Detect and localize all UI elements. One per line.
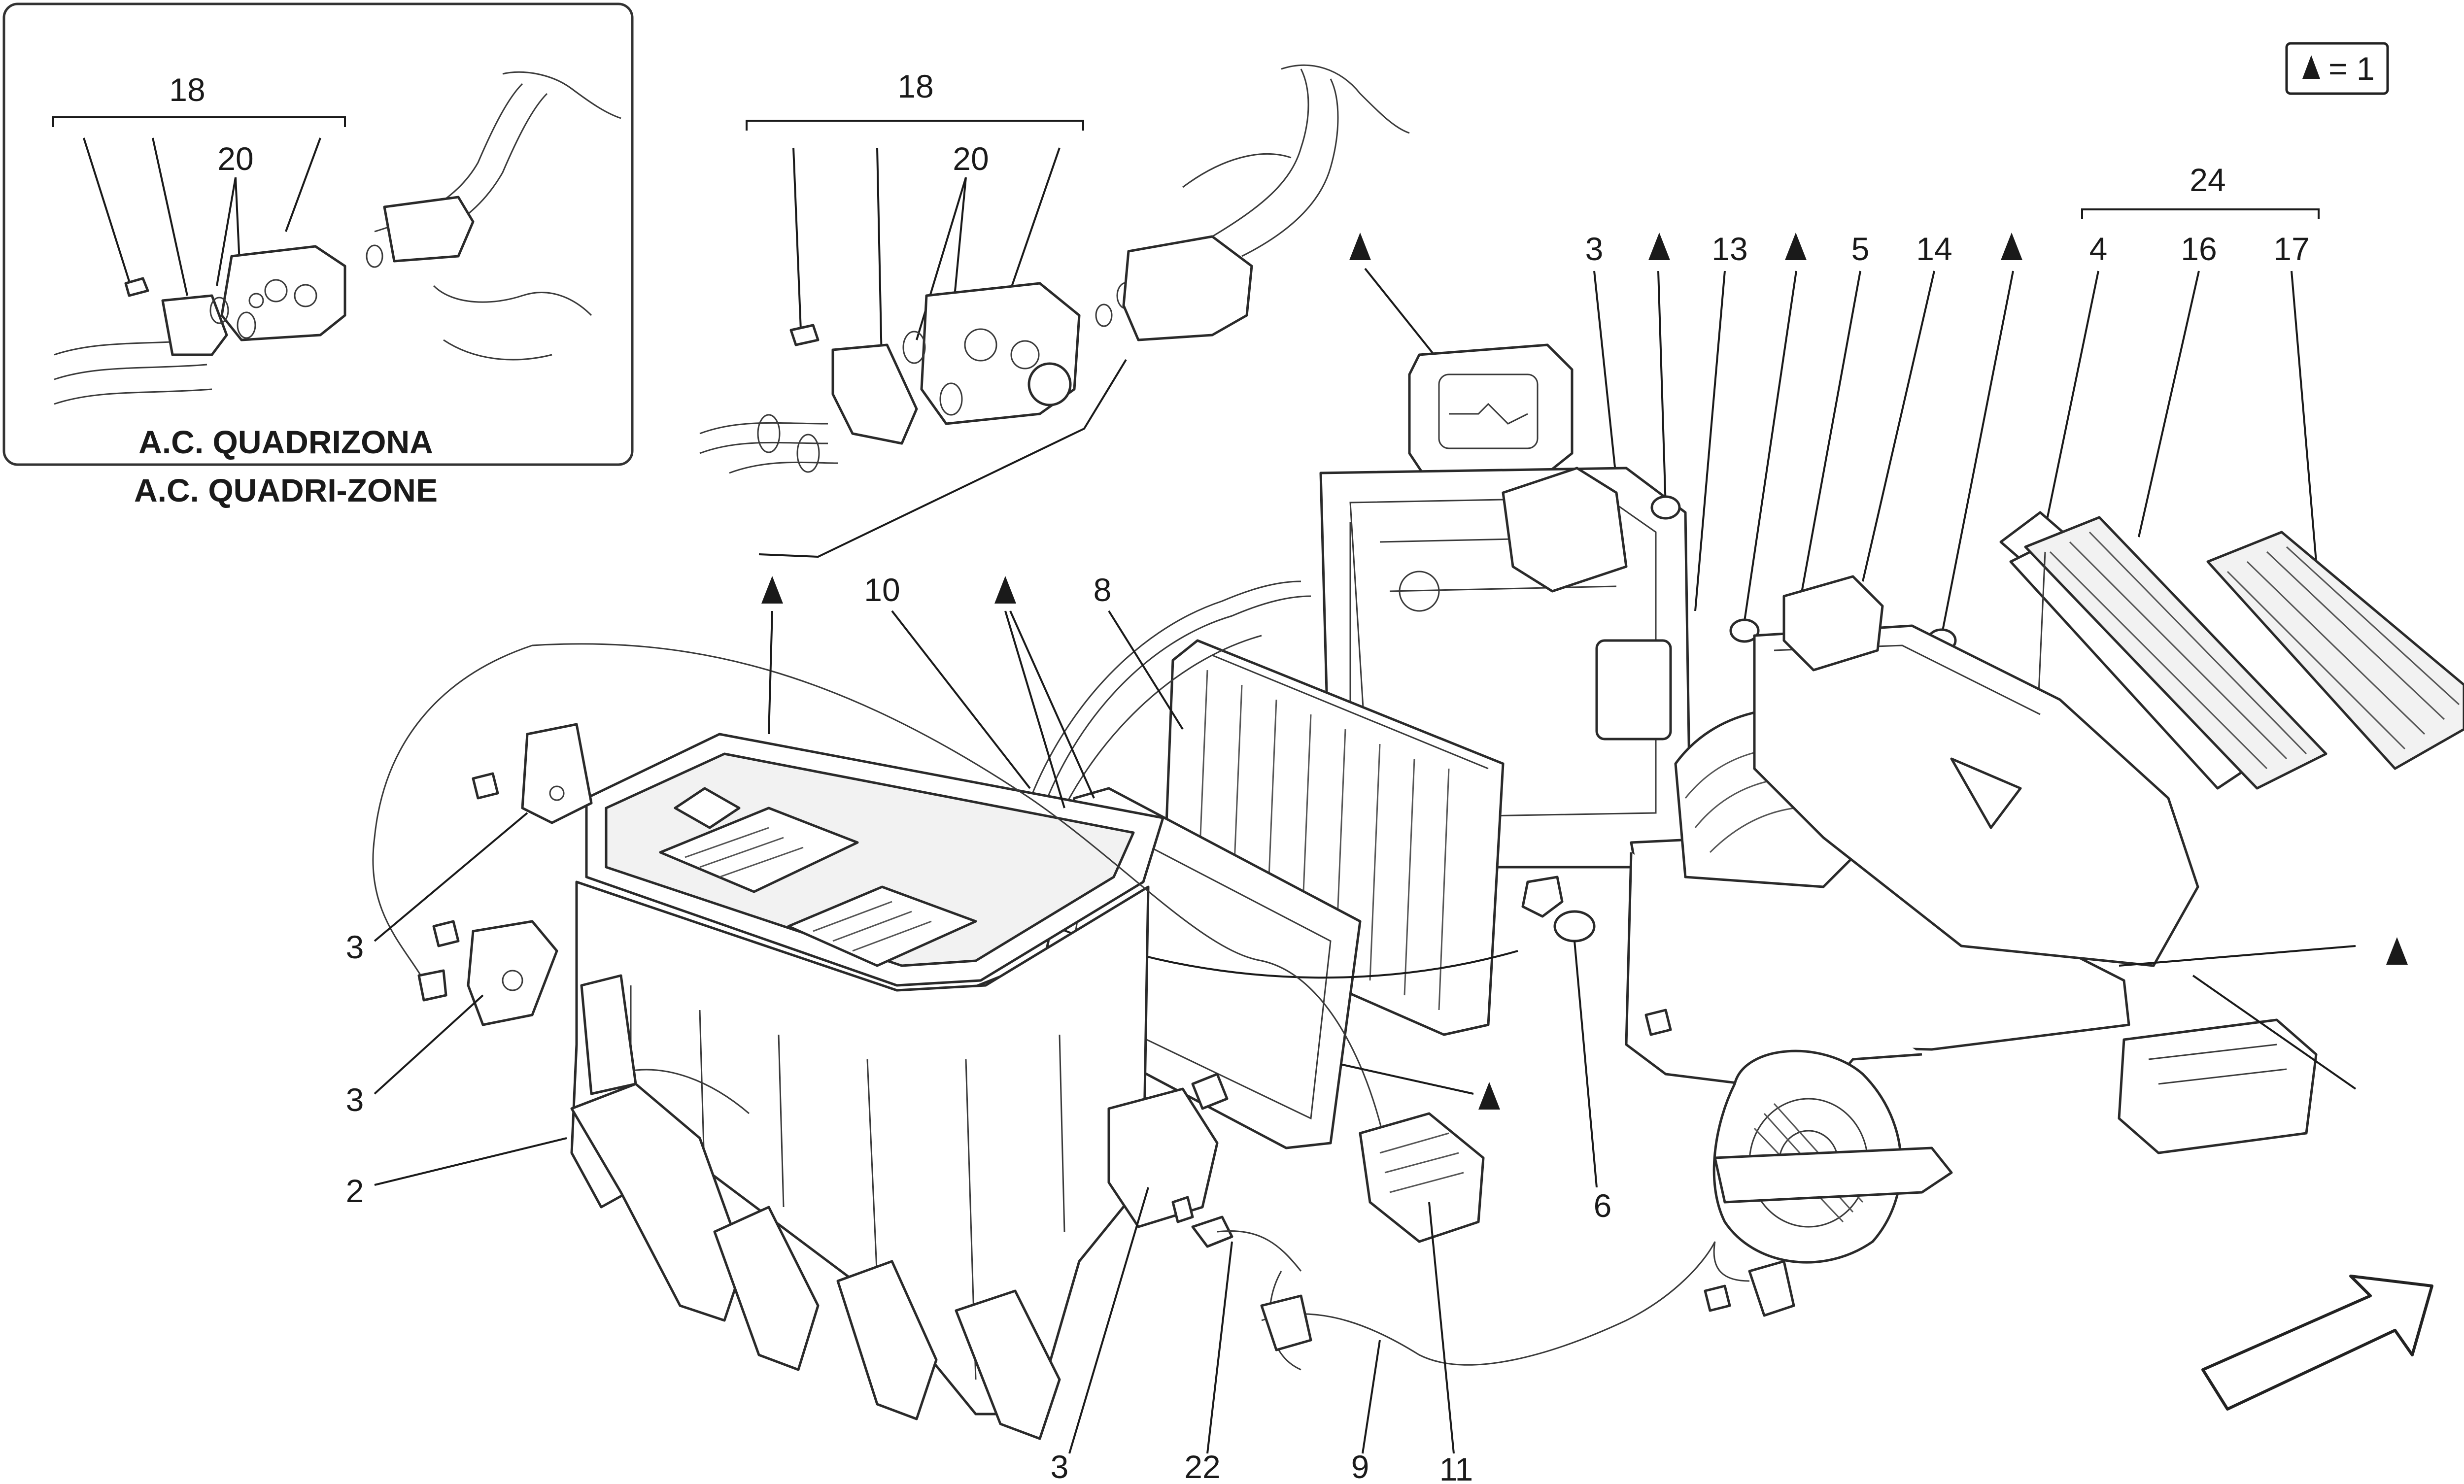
marker-icon-h: [2386, 937, 2408, 965]
quantity-marker-icon: [2302, 55, 2320, 79]
label-17: 17: [2273, 231, 2309, 267]
label-3-a: 3: [346, 929, 364, 965]
label-14: 14: [1916, 231, 1952, 267]
quadri-zone-inset: 18 20 A.C. QUADRIZONA: [2, 2, 634, 466]
marker-icon-e: [761, 576, 783, 604]
direction-arrow-icon: [2201, 1275, 2433, 1411]
label-20-top: 20: [953, 140, 989, 177]
marker-icon-b: [1648, 233, 1670, 260]
filter-stack: [1999, 511, 2464, 903]
label-16: 16: [2181, 231, 2217, 267]
label-24: 24: [2190, 162, 2225, 198]
legend-text: = 1: [2328, 50, 2375, 87]
marker-icon-a: [1349, 233, 1371, 260]
label-11: 11: [1439, 1451, 1473, 1484]
label-3-b: 3: [346, 1081, 364, 1118]
lower-callouts: 10 8 3 3 2 6 3 22 9 11: [346, 572, 2408, 1484]
label-8: 8: [1094, 572, 1112, 608]
label-6: 6: [1594, 1187, 1612, 1224]
label-4: 4: [2089, 231, 2108, 267]
inset-caption-line2: A.C. QUADRI-ZONE: [134, 472, 438, 508]
main-hvac-housing: [372, 643, 1716, 1440]
label-10: 10: [864, 572, 900, 608]
label-5: 5: [1851, 231, 1870, 267]
legend-box: = 1: [2285, 42, 2389, 95]
inset-label-20: 20: [217, 140, 253, 177]
label-22: 22: [1184, 1449, 1220, 1484]
label-3-top: 3: [1585, 231, 1604, 267]
label-9: 9: [1351, 1449, 1369, 1484]
marker-icon-f: [994, 576, 1016, 604]
label-18-top: 18: [897, 68, 933, 104]
marker-icon-c: [1785, 233, 1807, 260]
top-callouts: 24 3 13 5 14 4 16 17: [1349, 162, 2320, 715]
inset-caption-line1: A.C. QUADRIZONA: [138, 424, 433, 460]
label-2: 2: [346, 1173, 364, 1209]
inset-label-18: 18: [169, 71, 205, 108]
marker-icon-d: [2001, 233, 2022, 260]
expansion-valve-group: 18 20: [699, 64, 1410, 558]
label-3-bottom: 3: [1051, 1449, 1069, 1484]
marker-icon-g: [1478, 1082, 1500, 1110]
label-13: 13: [1711, 231, 1747, 267]
blower-assembly: [1625, 575, 2357, 1317]
